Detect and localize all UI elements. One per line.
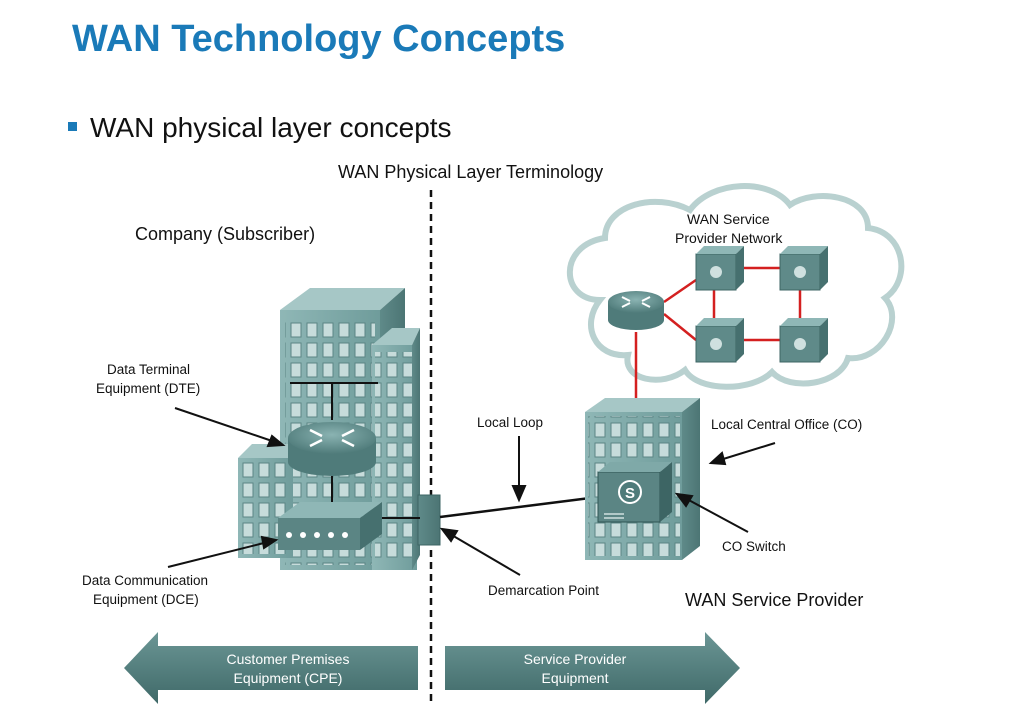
provider-label: WAN Service Provider	[685, 590, 863, 610]
modem-side	[360, 502, 382, 550]
co-building-roof	[585, 398, 700, 412]
bullet-label: WAN physical layer concepts	[90, 112, 452, 143]
cloud-router-icon	[608, 291, 664, 330]
local-loop-link	[439, 495, 599, 519]
bullet-text: WAN physical layer concepts	[66, 112, 452, 144]
co-switch: S	[597, 462, 672, 523]
local-loop-pointer-head	[511, 485, 527, 503]
demarc-label: Demarcation Point	[488, 583, 599, 598]
co-pointer-head	[708, 451, 727, 466]
sp-arrow-line2: Equipment	[542, 670, 609, 686]
cloud-switch-icon	[779, 318, 828, 363]
bullet-marker	[68, 122, 77, 131]
cloud-switch-icon	[779, 246, 828, 291]
dce-pointer-head	[260, 535, 279, 550]
dte-pointer-head	[266, 434, 286, 448]
sp-arrow: Service Provider Equipment	[445, 632, 740, 704]
cloud-switch-icon	[695, 246, 744, 291]
cpe-arrow-line2: Equipment (CPE)	[234, 670, 343, 686]
right-building-roof	[372, 328, 420, 345]
cloud-switch-icon	[695, 318, 744, 363]
diagram-heading: WAN Physical Layer Terminology	[338, 162, 603, 182]
cpe-arrow-shape	[124, 632, 418, 704]
slide-title: WAN Technology Concepts	[72, 18, 566, 60]
co-switch-top	[598, 462, 672, 472]
co-switch-pointer	[684, 497, 749, 533]
modem-top	[278, 502, 382, 518]
co-switch-pointer-head	[674, 492, 694, 508]
cpe-arrow-line1: Customer Premises	[227, 651, 350, 667]
sp-arrow-line1: Service Provider	[524, 651, 627, 667]
router-top	[288, 422, 376, 454]
demarc-pointer-head	[439, 527, 459, 543]
co-label: Local Central Office (CO)	[711, 417, 862, 432]
cloud-links	[634, 266, 802, 398]
co-switch-s-icon	[618, 480, 642, 504]
pointer-arrows	[167, 407, 776, 576]
cloud-label-line1: WAN Service	[687, 211, 770, 227]
co-switch-side	[660, 462, 672, 522]
dce-pointer	[167, 541, 269, 568]
cpe-arrow: Customer Premises Equipment (CPE)	[124, 632, 418, 704]
co-pointer	[719, 442, 776, 461]
local-loop-label: Local Loop	[477, 415, 543, 430]
dte-router	[288, 382, 378, 505]
demarc-pointer	[449, 533, 521, 576]
main-building-roof	[280, 288, 405, 310]
co-switch-glyph: S	[625, 485, 635, 502]
router-arrows-icon	[309, 428, 355, 448]
demarcation-box	[417, 494, 441, 546]
dte-pointer	[174, 407, 276, 443]
dte-label-line1: Data Terminal	[107, 362, 190, 377]
left-building-roof	[238, 444, 300, 458]
modem-leds	[286, 532, 348, 538]
dte-label-line2: Equipment (DTE)	[96, 381, 200, 396]
sp-arrow-shape	[445, 632, 740, 704]
dce-label-line2: Equipment (DCE)	[93, 592, 199, 607]
co-building-side	[682, 398, 700, 560]
cloud-label-line2: Provider Network	[675, 230, 783, 246]
company-label: Company (Subscriber)	[135, 224, 315, 244]
dce-modem	[278, 502, 382, 550]
co-switch-label: CO Switch	[722, 539, 786, 554]
dce-label-line1: Data Communication	[82, 573, 208, 588]
